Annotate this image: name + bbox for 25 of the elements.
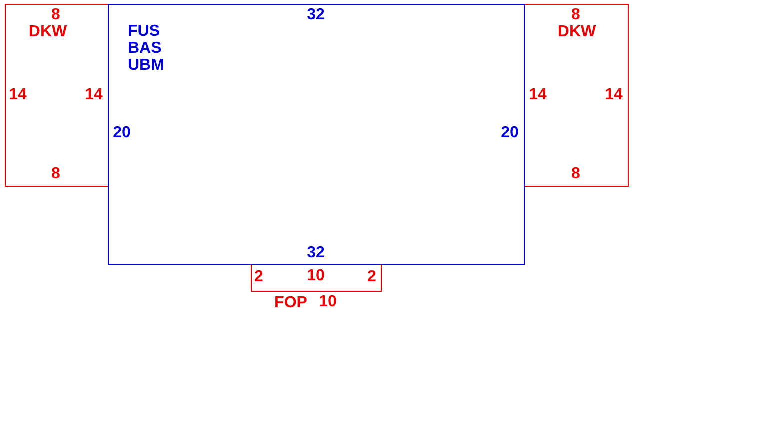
dimension-value: 2 (368, 268, 376, 286)
room-name: BAS (128, 40, 162, 57)
room-outline (5, 4, 109, 187)
dimension-value: 14 (85, 86, 103, 104)
dimension-value: 32 (307, 244, 325, 262)
dimension-value: 20 (501, 124, 519, 142)
dimension-value: 10 (307, 268, 325, 284)
dimension-value: 8 (52, 166, 60, 182)
room-name: FUS (128, 23, 160, 40)
room-outline (524, 4, 629, 187)
dimension-value: 2 (254, 268, 264, 286)
room-name: DKW (558, 24, 596, 40)
room-outline (108, 4, 525, 265)
dimension-value: 14 (605, 86, 623, 104)
dimension-value: 14 (9, 86, 27, 104)
room-name: DKW (28, 24, 68, 40)
dimension-value: 14 (529, 86, 547, 104)
dimension-value: 8 (572, 6, 580, 24)
dimension-value: 32 (307, 6, 325, 24)
dimension-value: 20 (113, 124, 131, 142)
dimension-value: 10 (319, 294, 337, 310)
room-name: UBM (128, 57, 164, 74)
room-name: FOP (274, 294, 308, 312)
dimension-value: 8 (52, 6, 60, 24)
dimension-value: 8 (572, 166, 580, 182)
